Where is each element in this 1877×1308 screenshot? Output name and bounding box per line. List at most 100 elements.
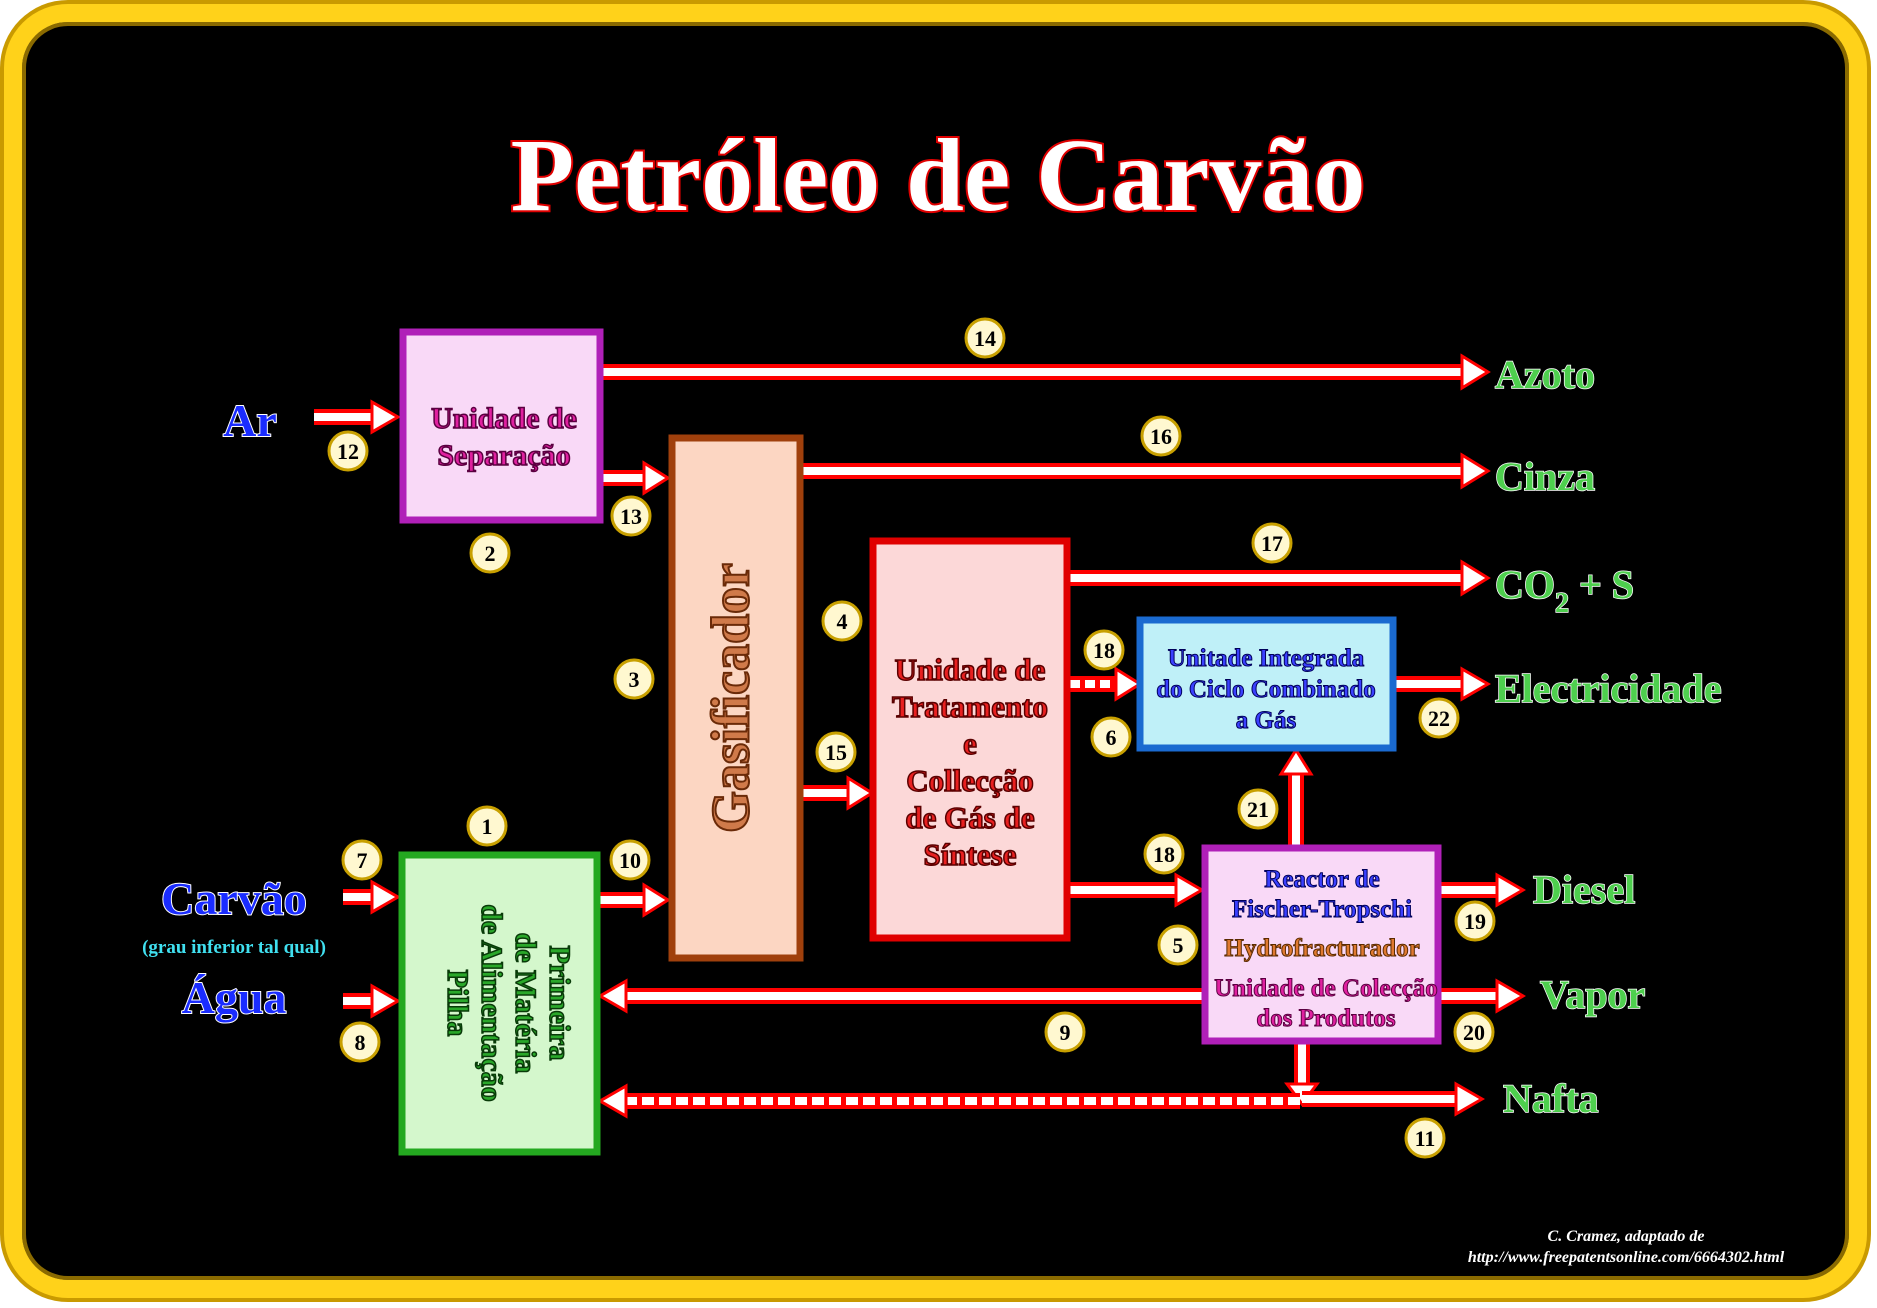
badge-21: 21 [1237,788,1279,830]
badge-14: 14 [964,317,1006,359]
output-electricidade: Electricidade [1495,666,1722,711]
unit-tratamento-line6: Síntese [924,837,1017,872]
badge-8: 8 [339,1021,381,1063]
unit-ciclo-line3: a Gás [1236,707,1297,734]
output-nafta: Nafta [1503,1076,1599,1121]
unit-tratamento-line4: Collecção [906,763,1033,798]
badge-7: 7 [341,839,383,881]
arrowhead-ar [370,399,402,435]
badge-19: 19 [1454,900,1496,942]
svg-text:14: 14 [974,326,996,351]
output-diesel: Diesel [1533,867,1635,912]
badge-12: 12 [327,430,369,472]
badge-10: 10 [609,839,651,881]
svg-text:8: 8 [355,1030,366,1055]
unit-tratamento-line2: Tratamento [892,689,1048,724]
unit-ciclo-line1: Unitade Integrada [1168,645,1365,672]
page-title: Petróleo de Carvão [511,118,1366,233]
svg-text:5: 5 [1173,933,1184,958]
unit-tratamento: Unidade de Tratamento e Collecção de Gás… [869,537,1071,942]
svg-text:10: 10 [619,848,641,873]
svg-text:18: 18 [1093,638,1115,663]
badge-4: 4 [821,600,863,642]
unit-gasificador-label: Gasificador [700,563,760,833]
svg-text:19: 19 [1464,909,1486,934]
badge-6: 6 [1090,716,1132,758]
number-badges: 1 2 3 4 5 6 7 8 9 10 11 12 13 14 15 16 1… [327,317,1496,1159]
outputs: Azoto Cinza CO2 + S Electricidade Diesel… [1494,351,1722,1122]
badge-1: 1 [466,805,508,847]
output-co2: CO2 + S [1495,562,1634,619]
svg-text:12: 12 [337,439,359,464]
svg-text:22: 22 [1428,706,1450,731]
unit-pilha-line1: Pilha [441,970,474,1037]
unit-ciclo-line2: do Ciclo Combinado [1156,676,1375,703]
input-ar: Ar [223,395,277,446]
svg-text:18: 18 [1153,842,1175,867]
svg-text:15: 15 [825,740,847,765]
badge-22: 22 [1418,697,1460,739]
credit-line2: http://www.freepatentsonline.com/6664302… [1468,1249,1785,1266]
badge-15: 15 [815,731,857,773]
output-azoto: Azoto [1495,352,1595,397]
flow-arrows [314,353,1527,1119]
unit-reactor-line2: Fischer-Tropschi [1232,896,1412,923]
output-co2-rest: + S [1569,562,1634,607]
unit-pilha-line3: de Matéria [509,933,542,1074]
unit-pilha: Pilha de Alimentação de Matéria Primeira [398,851,601,1156]
badge-18-upper: 18 [1083,629,1125,671]
badge-13: 13 [610,495,652,537]
svg-text:9: 9 [1060,1020,1071,1045]
unit-tratamento-line5: de Gás de [905,800,1034,835]
unit-reactor: Reactor de Fischer-Tropschi Hydrofractur… [1201,844,1442,1045]
inputs: Ar Carvão (grau inferior tal qual) Água [142,394,326,1024]
svg-text:20: 20 [1463,1020,1485,1045]
svg-text:2: 2 [485,541,496,566]
unit-colecao-line1: Unidade de Colecção [1214,975,1438,1002]
input-carvao-note: (grau inferior tal qual) [142,937,326,958]
svg-text:3: 3 [629,667,640,692]
unit-colecao-line2: dos Produtos [1256,1005,1395,1032]
credit: C. Cramez, adaptado de http://www.freepa… [1468,1228,1785,1266]
badge-18-lower: 18 [1143,833,1185,875]
badge-17: 17 [1251,522,1293,564]
svg-text:4: 4 [837,609,848,634]
arrowhead-azoto [1460,353,1491,391]
unit-separacao-line2: Separação [437,439,570,472]
badge-20: 20 [1453,1011,1495,1053]
svg-text:1: 1 [482,814,493,839]
arrowhead-co2 [1460,559,1491,597]
output-co2-subscript: 2 [1555,588,1569,619]
svg-text:16: 16 [1150,424,1172,449]
unit-ciclo-combinado: Unitade Integrada do Ciclo Combinado a G… [1136,616,1397,752]
svg-text:13: 13 [620,504,642,529]
output-cinza: Cinza [1495,454,1595,499]
output-vapor: Vapor [1540,972,1645,1017]
svg-text:21: 21 [1247,797,1269,822]
badge-2: 2 [469,532,511,574]
svg-text:6: 6 [1106,725,1117,750]
unit-separacao-line1: Unidade de [431,402,577,435]
unit-tratamento-line3: e [963,726,977,761]
output-co2-main: CO [1495,562,1555,607]
unit-tratamento-line1: Unidade de [895,652,1046,687]
unit-pilha-line2: de Alimentação [475,904,508,1101]
unit-pilha-line4: Primeira [543,946,576,1061]
unit-hydro-label: Hydrofracturador [1224,935,1419,962]
badge-3: 3 [613,658,655,700]
arrowhead-cinza [1460,452,1491,490]
svg-text:17: 17 [1261,531,1283,556]
input-agua: Água [182,972,287,1023]
badge-5: 5 [1157,924,1199,966]
badge-16: 16 [1140,415,1182,457]
svg-text:11: 11 [1415,1126,1436,1151]
unit-gasificador: Gasificador [668,434,804,962]
badge-11: 11 [1404,1117,1446,1159]
credit-line1: C. Cramez, adaptado de [1548,1228,1705,1245]
input-carvao: Carvão [161,873,307,924]
svg-text:7: 7 [357,848,368,873]
unit-separacao: Unidade de Separação [399,328,604,524]
unit-reactor-line1: Reactor de [1264,866,1379,893]
badge-9: 9 [1044,1011,1086,1053]
